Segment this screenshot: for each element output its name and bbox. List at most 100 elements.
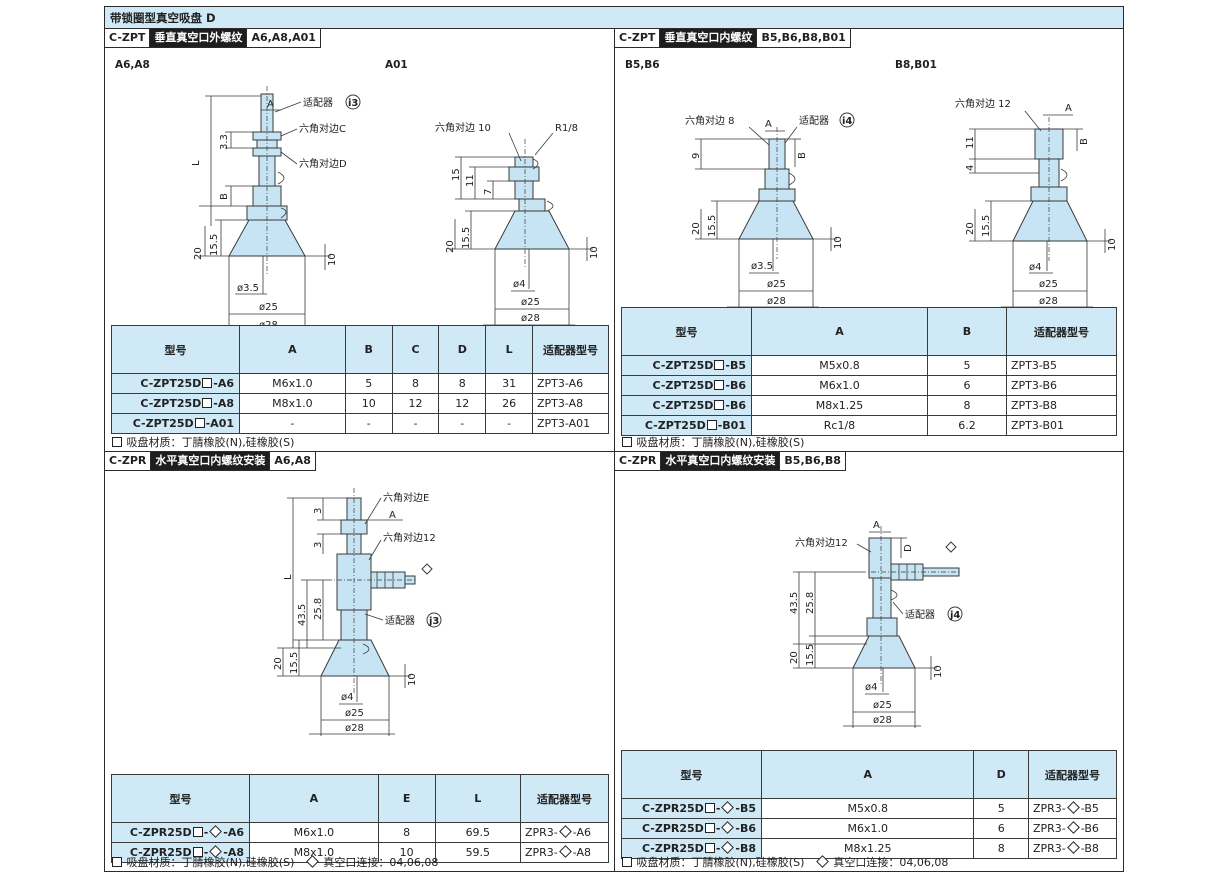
dim-phi4: ø4	[513, 279, 525, 290]
blank-box-icon	[714, 360, 725, 370]
panel-zpr-b: C-ZPR 水平真空口内螺纹安装 B5,B6,B8 A D 六角对边12	[615, 452, 1123, 872]
series-variants: A6,A8,A01	[246, 29, 320, 47]
dim-10: 10	[407, 673, 418, 686]
dim-15-5: 15.5	[289, 652, 300, 674]
panel-header: C-ZPR 水平真空口内螺纹安装 A6,A8	[105, 452, 316, 471]
dim-L: L	[283, 574, 294, 580]
drawing-zpt-a6-a8: A 适配器 i3 六角对边C 六角对边D L 3.3 B 20 15.5	[191, 86, 361, 334]
series-desc: 垂直真空口内螺纹	[660, 29, 757, 47]
col-header: 型号	[621, 750, 762, 799]
col-header: A	[239, 325, 346, 374]
dim-20: 20	[445, 240, 456, 253]
dim-A: A	[389, 510, 396, 521]
blank-box-icon	[704, 803, 715, 813]
dim-phi28: ø28	[1039, 296, 1058, 307]
drawing-label-right: B8,B01	[895, 59, 937, 71]
hex-12: 六角对边 12	[955, 97, 1011, 110]
series-variants: A6,A8	[269, 452, 315, 470]
table-row: C-ZPT25D-A01 - - - - - ZPT3-A01	[111, 413, 609, 434]
dim-43-5: 43.5	[789, 592, 800, 614]
table-row: C-ZPT25D-A8 M8x1.0 10 12 12 26 ZPT3-A8	[111, 393, 609, 414]
adapter-label: 适配器	[905, 609, 935, 621]
dim-20: 20	[691, 222, 702, 235]
dim-A: A	[765, 119, 772, 130]
adapter-label: 适配器	[385, 615, 415, 627]
series-code: C-ZPR	[105, 452, 152, 470]
series-desc: 垂直真空口外螺纹	[150, 29, 247, 47]
series-desc: 水平真空口内螺纹安装	[661, 452, 780, 470]
dim-7: 7	[483, 189, 494, 195]
hex-8: 六角对边 8	[685, 114, 735, 127]
drawing-label-right: A01	[385, 59, 408, 71]
blank-box-icon	[714, 380, 725, 390]
hex-10: 六角对边 10	[435, 121, 491, 134]
adapter-label: 适配器	[303, 97, 333, 109]
dim-phi25: ø25	[521, 297, 540, 308]
hex-12: 六角对边12	[795, 536, 848, 549]
blank-box-icon	[704, 843, 715, 853]
blank-box-icon	[714, 400, 725, 410]
diamond-icon	[209, 825, 223, 838]
drawing-zpt-a01: 六角对边 10 R1/8 15 11 7 20 15.5 10 ø	[435, 121, 600, 327]
dim-phi28: ø28	[873, 715, 892, 726]
table-row: C-ZPR25D--B8 M8x1.25 8 ZPR3--B8	[621, 838, 1117, 859]
adapter-mark: j4	[949, 610, 960, 621]
diamond-icon	[1066, 821, 1080, 834]
dim-11: 11	[465, 174, 476, 187]
adapter-label: 适配器	[799, 115, 829, 127]
col-header: L	[485, 325, 533, 374]
diamond-icon	[816, 855, 829, 868]
diamond-icon	[1066, 841, 1080, 854]
dim-phi3-5: ø3.5	[751, 261, 773, 272]
dim-10: 10	[1107, 238, 1118, 251]
dim-B: B	[797, 152, 808, 159]
dim-10: 10	[589, 246, 600, 259]
hex-d: 六角对边D	[299, 157, 347, 170]
panel-header: C-ZPT 垂直真空口内螺纹 B5,B6,B8,B01	[615, 29, 851, 48]
dim-D: D	[903, 544, 914, 552]
blank-box-icon	[112, 857, 122, 867]
material-note: 吸盘材质：丁腈橡胶(N),硅橡胶(S) 真空口连接：04,06,08	[621, 854, 948, 870]
col-header: B	[926, 307, 1008, 356]
dim-25-8: 25.8	[313, 598, 324, 620]
dim-20: 20	[789, 651, 800, 664]
dim-L: L	[191, 160, 202, 166]
table-row: C-ZPT25D-B5 M5x0.8 5 ZPT3-B5	[621, 355, 1117, 376]
col-header: 型号	[111, 774, 250, 823]
dim-phi4: ø4	[1029, 262, 1041, 273]
col-header: A	[249, 774, 379, 823]
dim-phi28: ø28	[521, 313, 540, 324]
diamond-icon	[558, 845, 572, 858]
dim-B: B	[1079, 138, 1090, 145]
col-header: 型号	[621, 307, 752, 356]
table-row: C-ZPR25D--B6 M6x1.0 6 ZPR3--B6	[621, 818, 1117, 839]
drawing-label-left: B5,B6	[625, 59, 660, 71]
blank-box-icon	[194, 418, 205, 428]
blank-box-icon	[192, 847, 203, 857]
table-row: C-ZPT25D-A6 M6x1.0 5 8 8 31 ZPT3-A6	[111, 373, 609, 394]
dim-phi3-5: ø3.5	[237, 283, 259, 294]
dim-B: B	[219, 193, 230, 200]
dim-phi25: ø25	[345, 708, 364, 719]
col-header: C	[391, 325, 440, 374]
dim-phi25: ø25	[1039, 279, 1058, 290]
spec-table-zpr-a: 型号 A E L 适配器型号 C-ZPR25D--A6 M6x1.0 8 69.…	[111, 774, 609, 863]
dim-15-5: 15.5	[209, 234, 220, 256]
dim-phi28: ø28	[767, 296, 786, 307]
adapter-mark: i4	[842, 116, 852, 127]
dim-10: 10	[833, 236, 844, 249]
material-note: 吸盘材质：丁腈橡胶(N),硅橡胶(S) 真空口连接：04,06,08	[111, 854, 438, 870]
catalog-frame: 带锁圈型真空吸盘 D C-ZPT 垂直真空口外螺纹 A6,A8,A01 A6,A…	[104, 6, 1124, 872]
dim-3a: 3	[313, 508, 324, 514]
dim-15-5: 15.5	[707, 215, 718, 237]
blank-box-icon	[202, 398, 213, 408]
dim-A: A	[1065, 103, 1072, 114]
adapter-mark: j3	[428, 616, 439, 627]
col-header: E	[377, 774, 436, 823]
col-header: B	[344, 325, 393, 374]
table-row: C-ZPT25D-B01 Rc1/8 6.2 ZPT3-B01	[621, 415, 1117, 436]
dim-phi25: ø25	[259, 302, 278, 313]
dim-phi4: ø4	[341, 692, 353, 703]
table-row: C-ZPR25D--B5 M5x0.8 5 ZPR3--B5	[621, 798, 1117, 819]
dim-20: 20	[965, 222, 976, 235]
